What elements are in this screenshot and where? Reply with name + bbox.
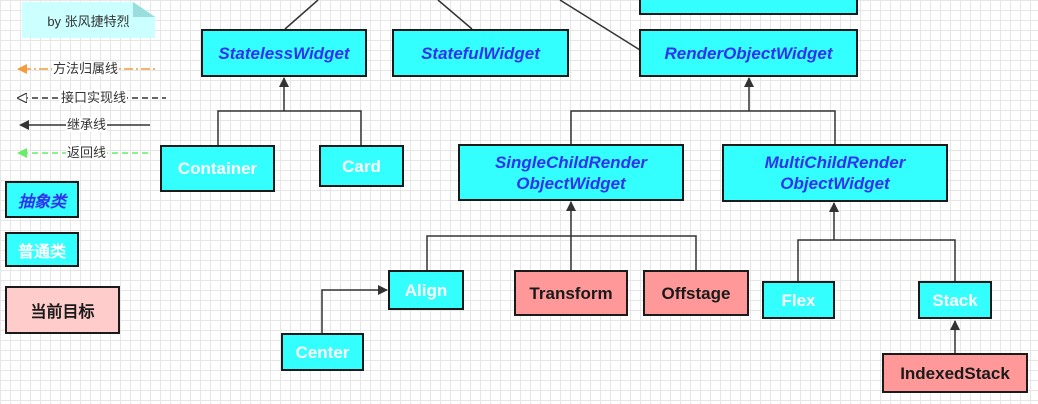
node-transform: Transform bbox=[514, 270, 628, 316]
node-stateless-widget-label: StatelessWidget bbox=[218, 43, 350, 63]
wire-center-align bbox=[321, 285, 388, 333]
node-single-child-label-line2: ObjectWidget bbox=[516, 173, 626, 193]
wire-stateless-children bbox=[217, 110, 362, 145]
node-container: Container bbox=[160, 145, 275, 192]
node-widget-top bbox=[639, 0, 858, 15]
node-stack: Stack bbox=[918, 281, 992, 319]
wire-render-children bbox=[570, 110, 836, 144]
node-render-object-widget-label: RenderObjectWidget bbox=[664, 43, 833, 63]
wire-stateless-up bbox=[284, 0, 319, 30]
node-center: Center bbox=[281, 333, 364, 371]
node-center-label: Center bbox=[295, 342, 350, 362]
legend-abstract-class: 抽象类 bbox=[5, 181, 79, 218]
node-container-label: Container bbox=[177, 159, 258, 178]
wire-single-children bbox=[426, 235, 697, 270]
author-note: by 张风捷特烈 bbox=[22, 2, 155, 38]
legend-normal-label: 普通类 bbox=[17, 243, 66, 261]
legend-label-interface: 接口实现线 bbox=[60, 90, 128, 105]
author-note-text: by 张风捷特烈 bbox=[47, 13, 130, 29]
node-multi-child-label-line2: ObjectWidget bbox=[780, 174, 890, 193]
legend-label-return: 返回线 bbox=[66, 145, 108, 160]
node-flex: Flex bbox=[762, 281, 835, 319]
node-transform-label: Transform bbox=[529, 283, 613, 303]
wire-stateful-up bbox=[437, 0, 473, 30]
node-stack-label: Stack bbox=[932, 290, 978, 310]
wire-renderobject-up bbox=[559, 0, 641, 51]
legend-target-class: 当前目标 bbox=[5, 286, 120, 334]
node-single-child-render-object-widget: SingleChildRender ObjectWidget bbox=[458, 144, 684, 201]
node-multi-child-render-object-widget: MultiChildRender ObjectWidget bbox=[722, 144, 948, 202]
node-card-label: Card bbox=[342, 156, 381, 176]
node-flex-label: Flex bbox=[781, 290, 816, 310]
legend-abstract-label: 抽象类 bbox=[17, 193, 66, 211]
node-offstage: Offstage bbox=[643, 270, 749, 316]
node-indexed-stack-label: IndexedStack bbox=[900, 363, 1010, 383]
node-stateless-widget: StatelessWidget bbox=[201, 29, 367, 77]
legend-label-method: 方法归属线 bbox=[52, 61, 120, 76]
node-render-object-widget: RenderObjectWidget bbox=[639, 29, 858, 77]
node-offstage-label: Offstage bbox=[661, 283, 731, 303]
node-align: Align bbox=[388, 270, 464, 310]
node-stateful-widget: StatefulWidget bbox=[392, 29, 569, 77]
node-indexed-stack: IndexedStack bbox=[882, 353, 1028, 393]
legend-normal-class: 普通类 bbox=[5, 232, 79, 267]
legend-label-inherit: 继承线 bbox=[66, 117, 108, 132]
node-stateful-widget-label: StatefulWidget bbox=[421, 43, 540, 63]
node-multi-child-label-line1: MultiChildRender bbox=[764, 153, 906, 172]
node-align-label: Align bbox=[404, 280, 448, 300]
legend-target-label: 当前目标 bbox=[30, 304, 95, 321]
wire-multi-children bbox=[797, 239, 956, 281]
node-card: Card bbox=[319, 145, 404, 187]
node-single-child-label-line1: SingleChildRender bbox=[494, 152, 648, 172]
